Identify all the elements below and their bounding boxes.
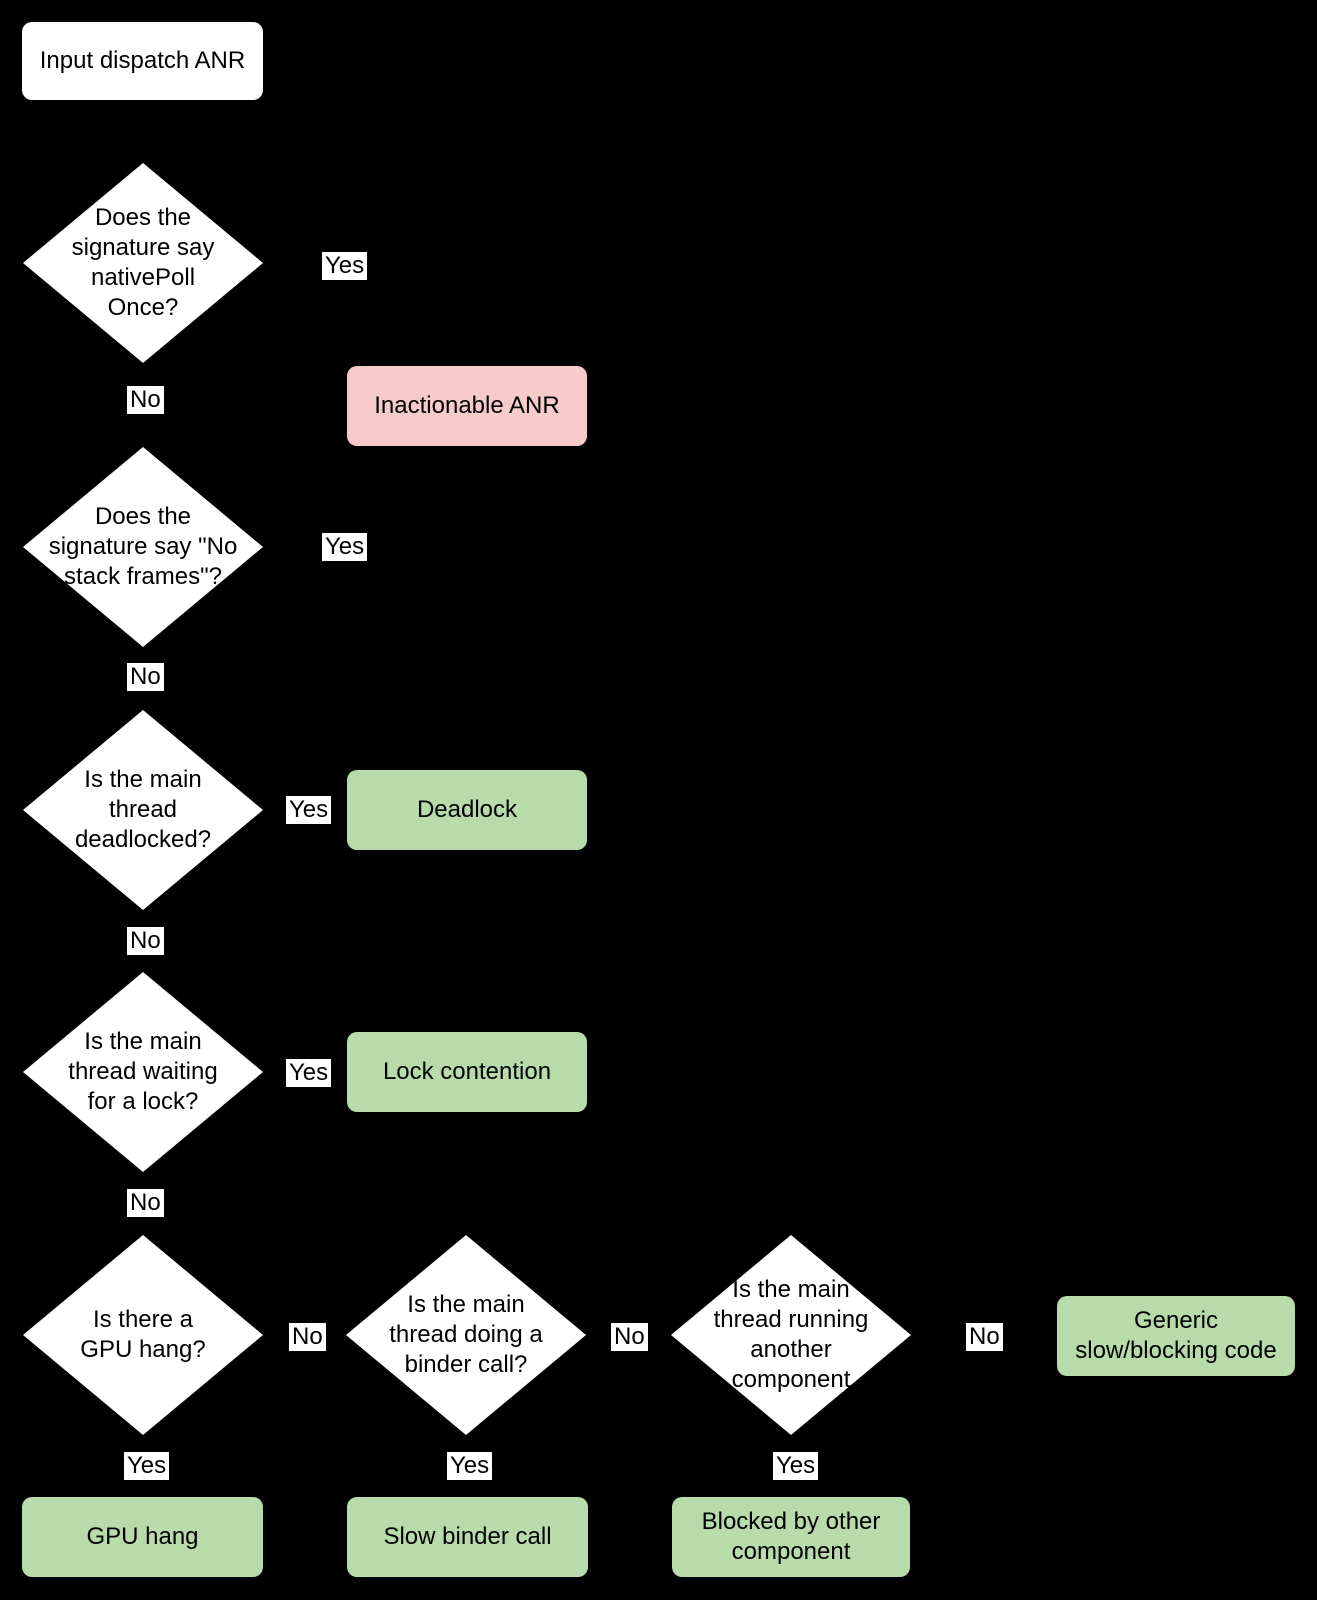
result-gpu-hang: GPU hang — [22, 1497, 263, 1577]
decision-deadlocked: Is the main thread deadlocked? — [23, 710, 263, 910]
decision-deadlocked-text: Is the main thread deadlocked? — [74, 766, 212, 853]
decision-other-component-text: Is the main thread running another compo… — [713, 1276, 869, 1393]
start-node-label: Input dispatch ANR — [39, 47, 246, 74]
edge-label-yes-gpu-hang: Yes — [124, 1452, 170, 1480]
edge-label-yes-binder-call: Yes — [447, 1452, 493, 1480]
edge-label-no-binder-call: No — [611, 1323, 648, 1351]
start-node: Input dispatch ANR — [22, 22, 263, 100]
decision-gpu-hang: Is there a GPU hang? — [23, 1235, 263, 1435]
decision-other-component: Is the main thread running another compo… — [671, 1235, 911, 1435]
result-inactionable-anr: Inactionable ANR — [347, 366, 587, 446]
edge-label-no-no-stack-frames: No — [127, 663, 164, 691]
decision-native-poll: Does the signature say nativePoll Once? — [23, 163, 263, 363]
edge-label-yes-deadlocked: Yes — [286, 796, 332, 824]
result-gpu-hang-label: GPU hang — [86, 1523, 199, 1550]
decision-binder-call: Is the main thread doing a binder call? — [346, 1235, 586, 1435]
edge-label-yes-waiting-for-lock: Yes — [286, 1059, 332, 1087]
result-generic-slow-blocking-code: Generic slow/blocking code — [1057, 1296, 1295, 1376]
edge-label-yes-no-stack-frames: Yes — [322, 533, 368, 561]
result-inactionable-anr-label: Inactionable ANR — [374, 392, 560, 419]
decision-no-stack-frames-text: Does the signature say "No stack frames"… — [48, 503, 238, 590]
edge-label-yes-other-component: Yes — [773, 1452, 819, 1480]
result-deadlock: Deadlock — [347, 770, 587, 850]
edge-label-no-waiting-for-lock: No — [127, 1189, 164, 1217]
edge-label-no-deadlocked: No — [127, 927, 164, 955]
result-generic-slow-blocking-code-label: Generic slow/blocking code — [1075, 1307, 1277, 1364]
result-blocked-by-other-component-label: Blocked by other component — [701, 1508, 881, 1565]
decision-waiting-for-lock: Is the main thread waiting for a lock? — [23, 972, 263, 1172]
result-slow-binder-call-label: Slow binder call — [383, 1523, 552, 1550]
edge-label-yes-native-poll: Yes — [322, 252, 368, 280]
result-slow-binder-call: Slow binder call — [347, 1497, 588, 1577]
decision-binder-call-text: Is the main thread doing a binder call? — [389, 1291, 543, 1378]
edge-label-no-gpu-hang: No — [289, 1323, 326, 1351]
decision-native-poll-text: Does the signature say nativePoll Once? — [71, 204, 215, 321]
edge-label-no-native-poll: No — [127, 386, 164, 414]
result-deadlock-label: Deadlock — [416, 796, 518, 823]
result-lock-contention: Lock contention — [347, 1032, 587, 1112]
decision-gpu-hang-text: Is there a GPU hang? — [80, 1306, 206, 1363]
edge-label-no-other-component: No — [966, 1323, 1003, 1351]
result-blocked-by-other-component: Blocked by other component — [672, 1497, 910, 1577]
decision-no-stack-frames: Does the signature say "No stack frames"… — [23, 447, 263, 647]
decision-waiting-for-lock-text: Is the main thread waiting for a lock? — [68, 1028, 218, 1115]
result-lock-contention-label: Lock contention — [382, 1058, 552, 1085]
